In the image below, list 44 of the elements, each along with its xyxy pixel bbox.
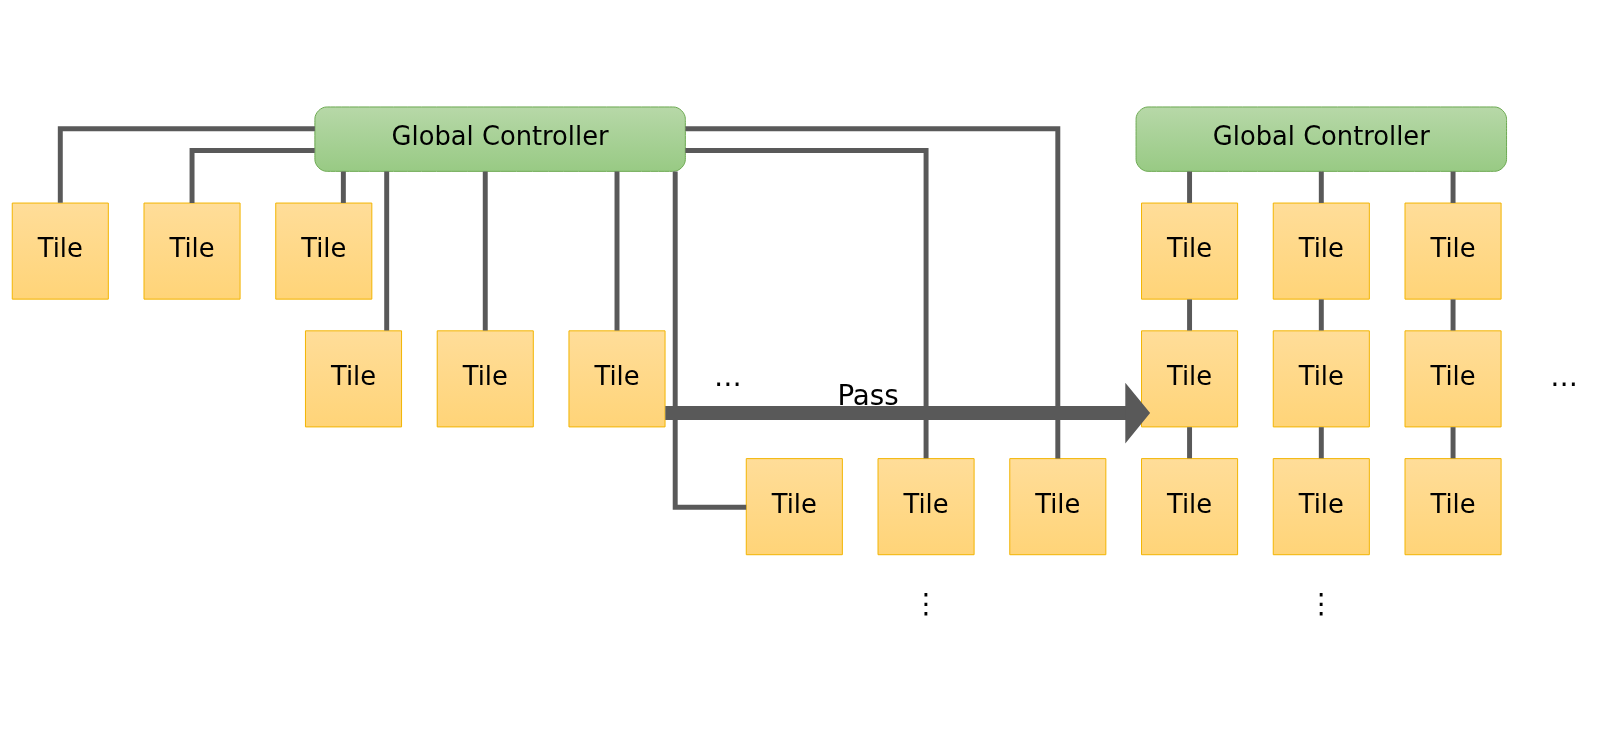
connector	[1187, 426, 1193, 458]
node-box: Tile	[1141, 457, 1239, 555]
label: ⋮	[1307, 586, 1336, 620]
node-box: Tile	[877, 457, 975, 555]
connector	[614, 171, 620, 330]
node-box: Global Controller	[1135, 105, 1508, 172]
node-box: Tile	[1141, 329, 1239, 427]
node-box: Tile	[1272, 457, 1370, 555]
node-box: Tile	[1272, 329, 1370, 427]
node-box: Tile	[1404, 202, 1502, 300]
arrow	[665, 382, 1151, 443]
connector	[1187, 171, 1193, 203]
node-box: Tile	[1141, 202, 1239, 300]
connector	[685, 125, 1061, 458]
node-box: Tile	[1272, 202, 1370, 300]
label: …	[1550, 359, 1578, 393]
node-box: Tile	[11, 202, 109, 300]
connector	[1450, 298, 1456, 330]
connector	[57, 125, 315, 203]
node-box: Tile	[143, 202, 241, 300]
connector	[1318, 171, 1324, 203]
label: …	[714, 359, 742, 393]
connector	[1318, 298, 1324, 330]
connector	[189, 147, 315, 203]
edge-label: Pass	[837, 378, 899, 412]
label: ⋮	[912, 586, 940, 620]
connector	[1187, 298, 1193, 330]
node-box: Tile	[1009, 457, 1107, 555]
node-box: Tile	[1404, 457, 1502, 555]
node-box: Tile	[436, 329, 534, 427]
node-box: Tile	[1404, 329, 1502, 427]
node-box: Tile	[275, 202, 373, 300]
connector	[685, 147, 929, 458]
node-box: Tile	[568, 329, 666, 427]
node-box: Global Controller	[314, 105, 686, 172]
connector	[1450, 426, 1456, 458]
connector	[340, 171, 346, 203]
connector	[384, 171, 390, 330]
node-box: Tile	[745, 457, 843, 555]
connector	[1318, 426, 1324, 458]
connector	[672, 171, 747, 510]
connector	[1450, 171, 1456, 203]
node-box: Tile	[304, 329, 403, 427]
connector	[482, 171, 488, 330]
